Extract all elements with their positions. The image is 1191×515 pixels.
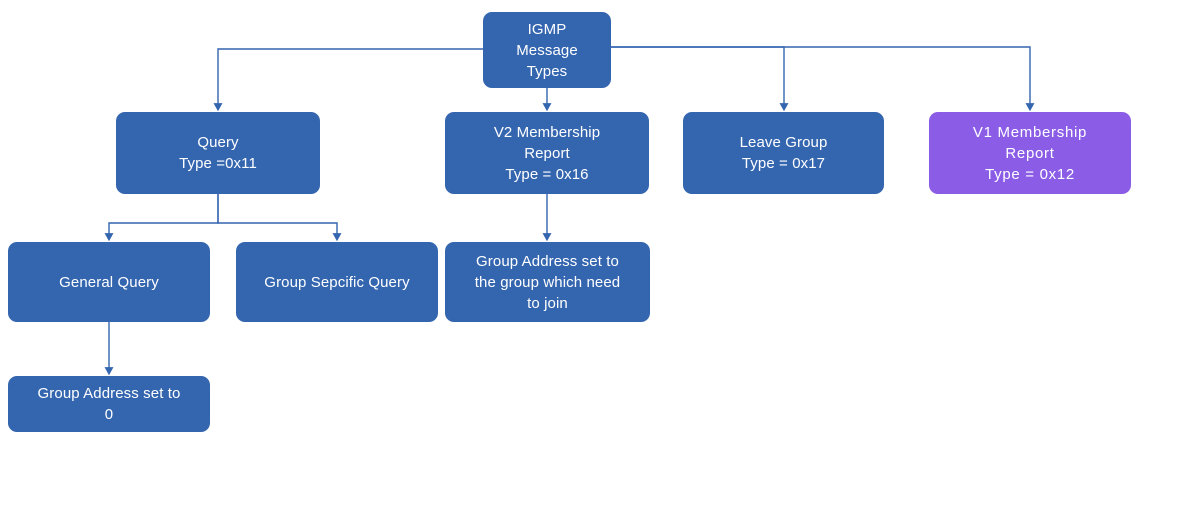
node-label-v2-membership-report: V2 Membership Report Type = 0x16 (493, 123, 601, 183)
node-label-v1-membership-report: V1 Membership Report Type = 0x12 (972, 123, 1088, 183)
node-group-address-join[interactable]: Group Address set to the group which nee… (445, 242, 650, 322)
node-label-leave-group: Leave Group Type = 0x17 (739, 134, 828, 172)
connector-query-to-group-specific-query (217, 194, 342, 242)
connector-root-to-query (213, 48, 483, 112)
node-label-general-query: General Query (59, 273, 159, 291)
node-group-address-zero[interactable]: Group Address set to 0 (8, 376, 210, 432)
node-query[interactable]: Query Type =0x11 (116, 112, 320, 194)
node-label-group-specific-query: Group Sepcific Query (264, 273, 410, 291)
node-label-group-address-join: Group Address set to the group which nee… (474, 252, 621, 312)
node-v1-membership-report[interactable]: V1 Membership Report Type = 0x12 (929, 112, 1131, 194)
connector-root-to-v1-membership-report (611, 46, 1035, 112)
node-v2-membership-report[interactable]: V2 Membership Report Type = 0x16 (445, 112, 649, 194)
node-label-group-address-zero: Group Address set to 0 (37, 385, 181, 423)
connector-root-to-leave-group (611, 46, 789, 112)
node-leave-group[interactable]: Leave Group Type = 0x17 (683, 112, 884, 194)
node-group-specific-query[interactable]: Group Sepcific Query (236, 242, 438, 322)
node-igmp-message-types[interactable]: IGMP Message Types (483, 12, 611, 88)
node-label-query: Query Type =0x11 (179, 134, 257, 172)
node-general-query[interactable]: General Query (8, 242, 210, 322)
node-label-igmp-message-types: IGMP Message Types (516, 20, 578, 80)
connector-query-to-general-query (104, 194, 219, 242)
